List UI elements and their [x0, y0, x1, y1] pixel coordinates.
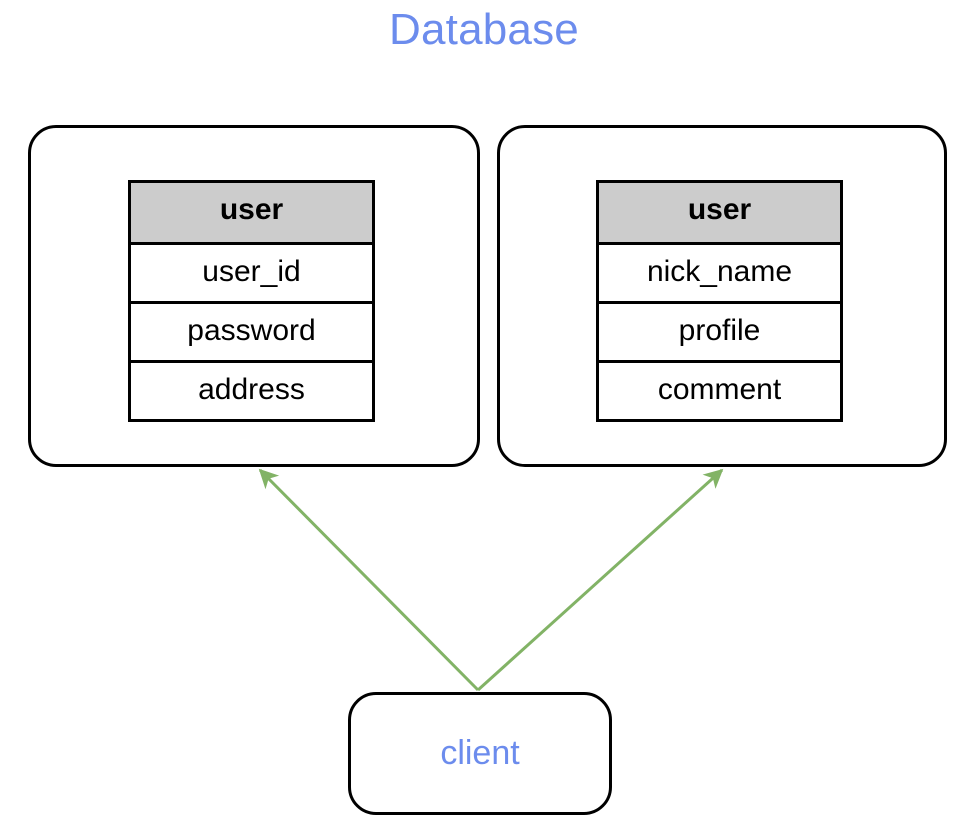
client-node-label: client [440, 734, 520, 772]
client-node[interactable]: client [348, 692, 612, 815]
page-title: Database [389, 5, 579, 54]
entity-column-nick-name: nick_name [599, 242, 840, 301]
entity-column-address: address [131, 360, 372, 419]
shard-left-container[interactable]: user user_id password address [28, 125, 480, 467]
entity-table-right-name: user [599, 183, 840, 242]
connector-client-to-left-shard[interactable] [258, 468, 480, 692]
shard-right-container[interactable]: user nick_name profile comment [497, 125, 947, 467]
entity-table-left-name: user [131, 183, 372, 242]
entity-column-profile: profile [599, 301, 840, 360]
entity-column-user-id: user_id [131, 242, 372, 301]
connector-client-to-right-shard[interactable] [476, 468, 724, 692]
entity-column-password: password [131, 301, 372, 360]
entity-column-comment: comment [599, 360, 840, 419]
entity-table-left[interactable]: user user_id password address [128, 180, 375, 422]
entity-table-right[interactable]: user nick_name profile comment [596, 180, 843, 422]
